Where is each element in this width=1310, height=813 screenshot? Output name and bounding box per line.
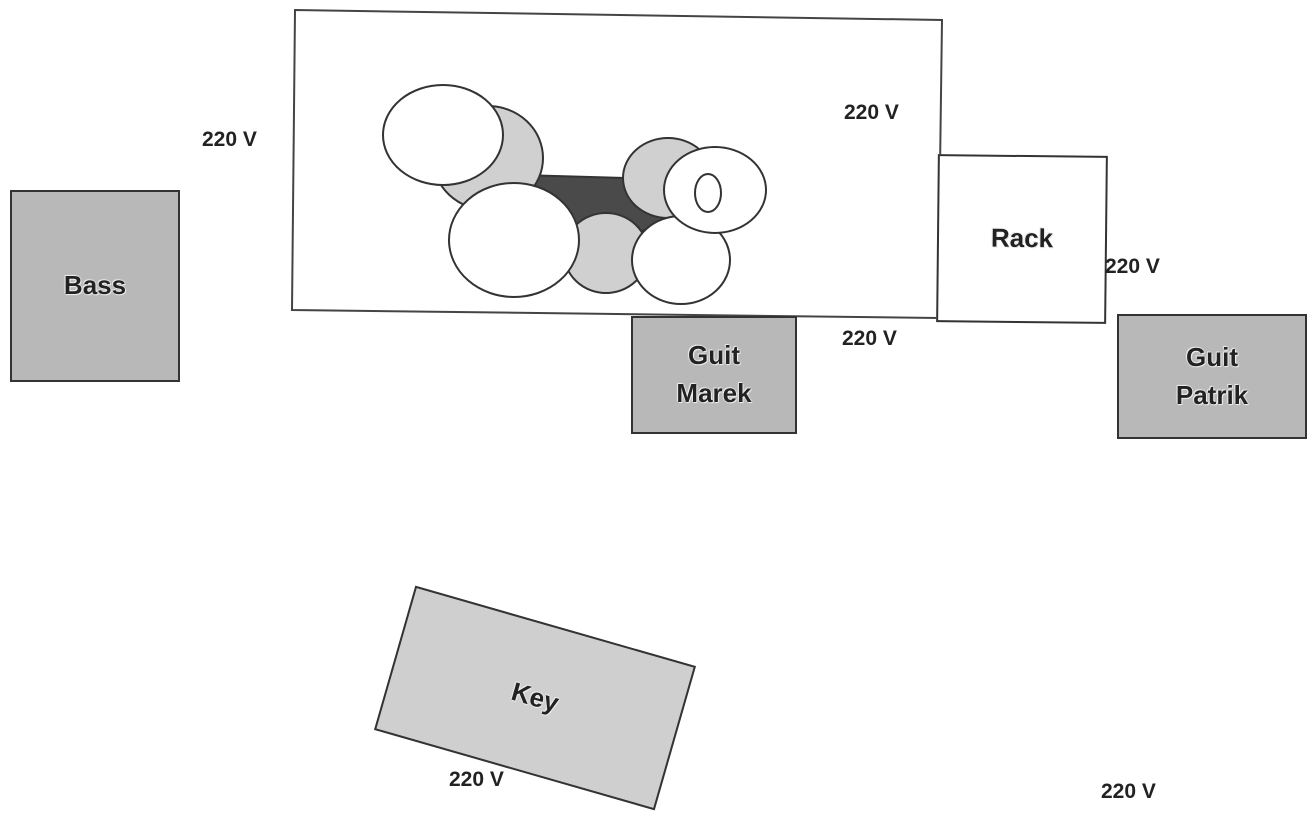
snare-icon bbox=[563, 212, 649, 294]
power-label-rack-right: 220 V bbox=[1105, 255, 1160, 278]
power-label-bottom-right: 220 V bbox=[1101, 780, 1156, 803]
keyboard-box: Key bbox=[373, 585, 697, 811]
power-label-below-drums: 220 V bbox=[842, 327, 897, 350]
guit-patrik-box: Guit Patrik bbox=[1117, 314, 1307, 439]
power-label-top-left: 220 V bbox=[202, 128, 257, 151]
bass-label: Bass bbox=[63, 270, 127, 301]
cymbal-bottom-right-icon bbox=[631, 215, 731, 305]
cymbal-bottom-left-icon bbox=[448, 182, 580, 298]
guit-marek-box: Guit Marek bbox=[631, 316, 797, 434]
cymbal-top-left-icon bbox=[382, 84, 504, 186]
key-label: Key bbox=[508, 676, 563, 719]
bass-amp-box: Bass bbox=[10, 190, 180, 382]
power-label-drums-right: 220 V bbox=[844, 101, 899, 124]
guit-marek-label-line2: Marek bbox=[676, 378, 752, 408]
guit-patrik-label-line2: Patrik bbox=[1175, 379, 1249, 410]
rack-box: Rack bbox=[936, 154, 1108, 324]
guit-marek-label-line1: Guit bbox=[688, 340, 740, 371]
hihat-icon bbox=[663, 146, 767, 234]
rack-label: Rack bbox=[990, 222, 1054, 254]
power-label-key: 220 V bbox=[449, 768, 504, 791]
tom-right-icon bbox=[622, 137, 714, 219]
floor-tom-icon bbox=[432, 105, 544, 211]
bass-drum-icon bbox=[498, 173, 667, 260]
hihat-inner-icon bbox=[694, 173, 722, 213]
guit-patrik-label-line1: Guit bbox=[1186, 341, 1238, 372]
drum-riser bbox=[290, 8, 944, 320]
